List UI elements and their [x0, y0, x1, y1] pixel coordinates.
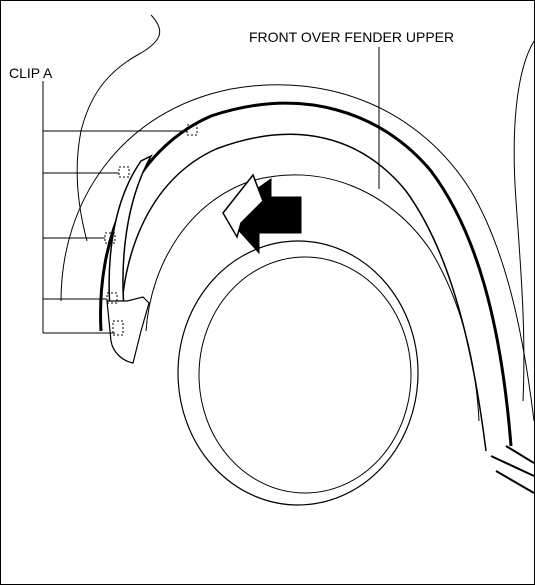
body-panel-outline [76, 14, 161, 242]
clip-marker-3 [104, 232, 116, 244]
wheel-well-arc [145, 174, 480, 422]
tire-outer [177, 240, 419, 506]
fender-lower-tab [106, 296, 150, 364]
clip-marker-1 [186, 124, 198, 136]
removal-direction-arrow [222, 173, 302, 255]
clip-marker-4 [106, 292, 118, 304]
fender-upper-inner-edge [120, 133, 487, 452]
tire-inner [198, 256, 412, 494]
clip-marker-2 [118, 166, 130, 178]
body-right-edge [513, 40, 534, 402]
fender-lower-right [490, 445, 534, 494]
clip-marker-5 [112, 320, 124, 336]
part-name-label: FRONT OVER FENDER UPPER [249, 29, 454, 45]
fender-upper-outer-edge [99, 101, 513, 447]
clip-a-label: CLIP A [9, 65, 53, 81]
clip-leader-lines [42, 81, 187, 334]
fender-outer-arch [60, 84, 534, 422]
